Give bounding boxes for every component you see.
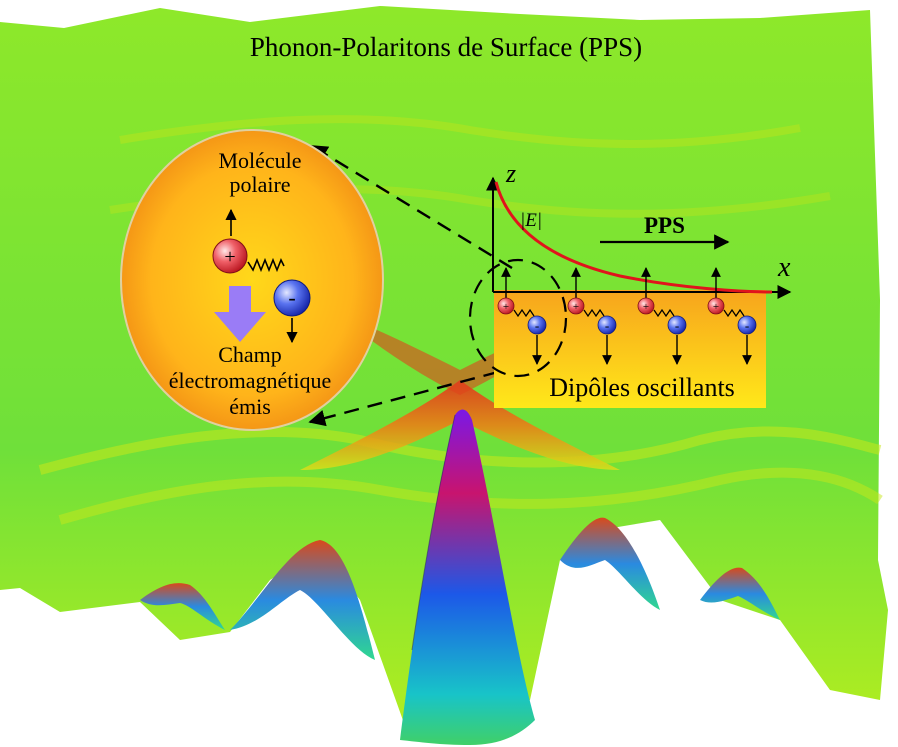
- molecule-bubble: Molécule polaire + - Champ électromagnét…: [120, 129, 384, 431]
- plus-sign: +: [503, 301, 509, 313]
- dipole: +-: [567, 267, 617, 365]
- plus-charge-icon: [567, 297, 585, 315]
- emission-arrow-icon: [214, 286, 266, 342]
- pps-label: PPS: [644, 213, 685, 238]
- field-label-line2: électromagnétique: [169, 368, 331, 393]
- minus-sign: -: [675, 318, 679, 333]
- spring-icon: [723, 308, 745, 318]
- zoom-ellipse: [468, 258, 568, 378]
- spring-icon: [583, 308, 605, 318]
- x-axis-label: x: [777, 252, 791, 283]
- plus-charge-icon: [497, 297, 515, 315]
- minus-charge-icon: [597, 315, 617, 335]
- leader-arrows: [308, 144, 513, 427]
- molecule-circle: [120, 129, 384, 431]
- minus-charge-icon: [737, 315, 757, 335]
- minus-sign: -: [288, 285, 295, 310]
- plus-sign: +: [713, 301, 719, 313]
- oscillating-dipoles: +-+-+-+-: [497, 267, 757, 365]
- plus-sign: +: [573, 301, 579, 313]
- upper-leader-arrow: [310, 144, 513, 270]
- plus-charge-icon: [212, 238, 248, 274]
- minus-sign: -: [535, 318, 539, 333]
- plus-charge-icon: [707, 297, 725, 315]
- minus-charge-icon: [527, 315, 547, 335]
- plus-sign: +: [224, 246, 235, 268]
- spring-icon: [513, 308, 535, 318]
- plus-charge-icon: [637, 297, 655, 315]
- minus-charge-icon: [667, 315, 687, 335]
- minus-sign: -: [605, 318, 609, 333]
- field-decay-curve: [494, 181, 773, 294]
- minus-sign: -: [745, 318, 749, 333]
- dipole: +-: [637, 267, 687, 365]
- title: Phonon-Polaritons de Surface (PPS): [250, 32, 642, 62]
- z-axis-label: z: [505, 159, 516, 188]
- lower-leader-arrow: [308, 370, 499, 427]
- dipole: +-: [707, 267, 757, 365]
- molecule-label-line2: polaire: [229, 172, 290, 197]
- dipoles-label: Dipôles oscillants: [549, 373, 735, 402]
- spring-icon: [247, 257, 285, 273]
- molecule-label-line1: Molécule: [218, 148, 301, 173]
- spring-icon: [653, 308, 675, 318]
- e-field-label: |E|: [520, 210, 542, 231]
- field-label-line3: émis: [229, 394, 271, 419]
- field-label-line1: Champ: [218, 342, 282, 367]
- field-plot: z x |E| PPS +-+-+-+- Dipôles oscillants: [468, 159, 792, 408]
- plus-sign: +: [643, 301, 649, 313]
- dipole: +-: [497, 267, 547, 365]
- minus-charge-icon: [273, 279, 311, 317]
